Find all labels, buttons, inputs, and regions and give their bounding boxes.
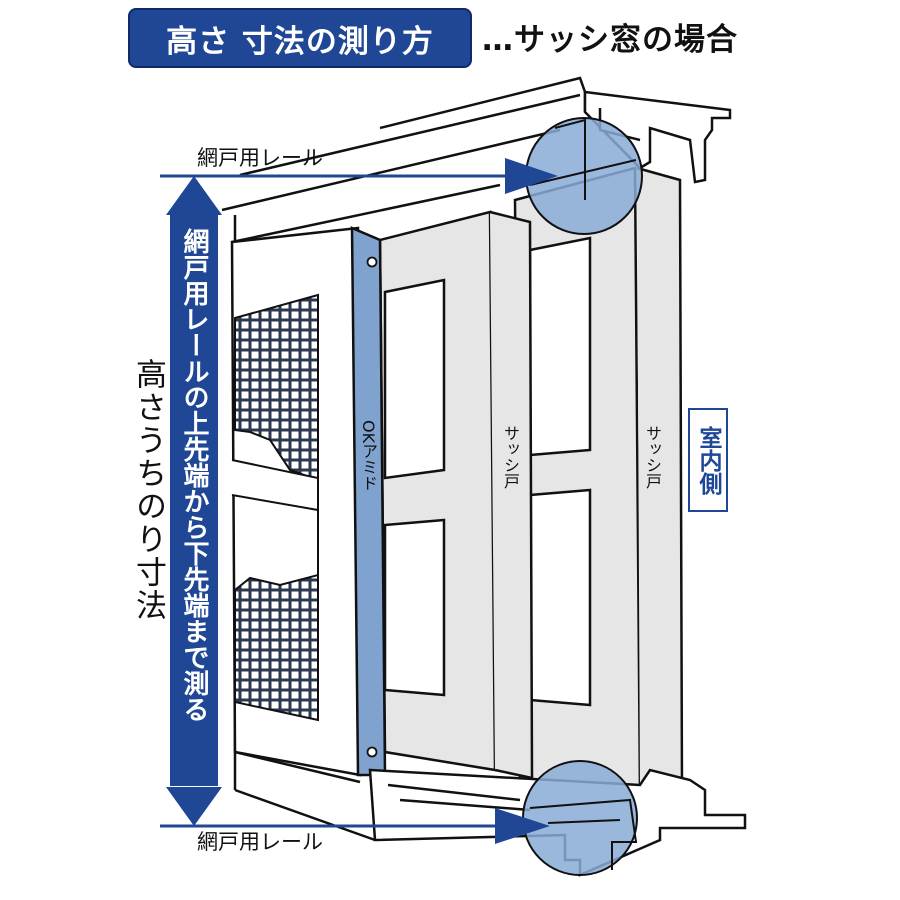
sash-door-2-shape bbox=[513, 166, 684, 797]
page-title: 高さ 寸法の測り方 bbox=[128, 8, 472, 68]
height-double-arrow-icon bbox=[166, 176, 222, 826]
bottom-rail-highlight bbox=[522, 760, 638, 876]
outer-frame-panel bbox=[230, 226, 362, 777]
bottom-rail-label: 網戸用レール bbox=[197, 830, 323, 854]
indoor-side-badge: 室内側 bbox=[688, 408, 728, 512]
sash-door-2-label: サッシ戸 bbox=[643, 425, 662, 489]
page-title-suffix: …サッシ窓の場合 bbox=[482, 21, 738, 58]
rail-pointer-bottom-icon bbox=[160, 808, 550, 844]
okamido-label: OKアミド bbox=[359, 420, 378, 492]
measure-instruction: 網戸用レールの上先端から下先端まで測る bbox=[179, 228, 209, 722]
top-rail-label: 網戸用レール bbox=[197, 146, 323, 170]
sash-door-1-shape bbox=[378, 210, 534, 780]
sash-door-1-label: サッシ戸 bbox=[501, 425, 520, 489]
rail-pointer-top-icon bbox=[160, 158, 558, 194]
height-inner-label: 高さうちのり寸法 bbox=[130, 358, 166, 622]
okamido-screen-shape bbox=[350, 226, 387, 777]
